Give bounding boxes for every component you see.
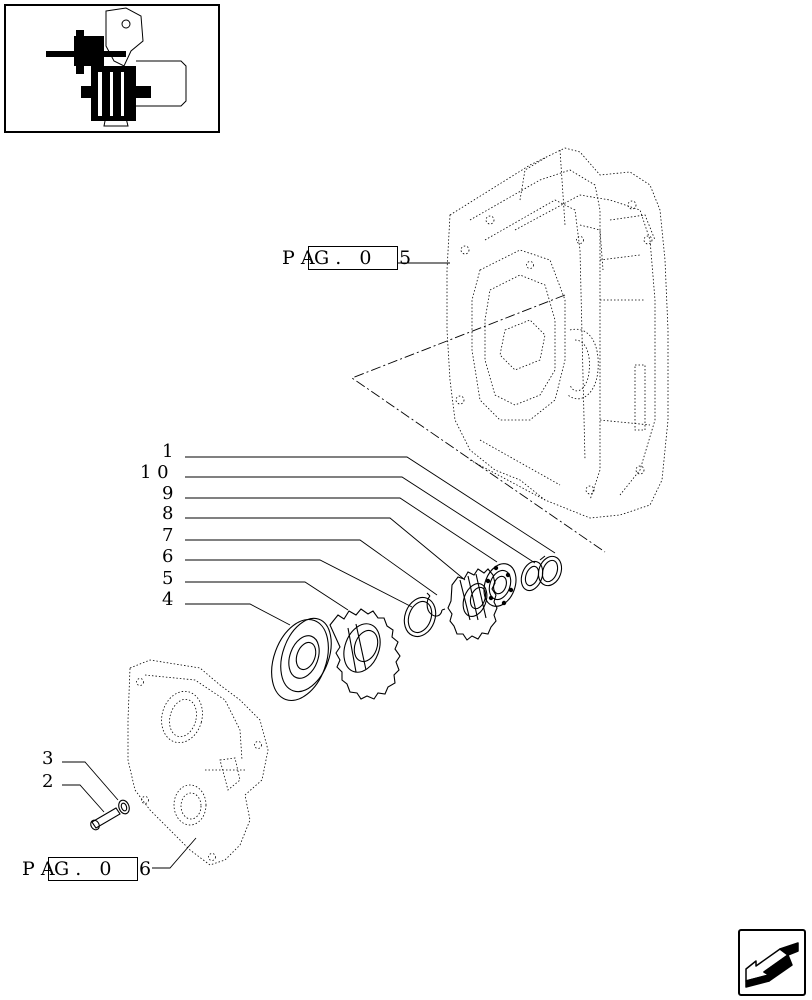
next-page-arrow-icon [745, 942, 799, 988]
transmission-housing [446, 147, 669, 519]
page-ref-bottom-suffix: 6 [139, 858, 152, 880]
callout-5: 5 [162, 568, 174, 589]
callout-6: 6 [162, 546, 174, 567]
part-6-snap-ring [403, 596, 437, 638]
callout-8: 8 [162, 503, 174, 524]
callout-10: 1 0 [140, 462, 169, 483]
callout-3: 3 [42, 748, 54, 769]
part-3-washer [118, 799, 130, 815]
callout-9: 9 [162, 483, 174, 504]
page-ref-top-prefix: P A [282, 247, 315, 269]
callout-2: 2 [42, 771, 54, 792]
callout-1: 1 [162, 441, 174, 462]
part-9-bearing [483, 563, 517, 607]
part-7-circlip [426, 592, 446, 617]
page-ref-bottom-box[interactable]: G . 0 [48, 857, 138, 881]
page-ref-top-label: G . 0 [314, 247, 372, 269]
page-ref-top-suffix: 5 [399, 247, 412, 269]
assembly-thumbnail [4, 4, 220, 133]
page-ref-bottom-label: G . 0 [54, 858, 112, 880]
assembly-thumbnail-icon [46, 7, 187, 127]
part-1-snap-ring [537, 555, 563, 587]
part-2-bolt [90, 807, 121, 831]
part-4-seal [271, 617, 332, 702]
page-ref-top-box[interactable]: G . 0 [308, 246, 398, 270]
leader-lines [62, 262, 556, 869]
page-ref-bottom-prefix: P A [22, 858, 55, 880]
part-5-gear [329, 608, 401, 700]
part-8-gear [447, 568, 498, 641]
next-page-button[interactable] [738, 929, 806, 996]
callout-7: 7 [162, 525, 174, 546]
assembly-axis-lines [351, 294, 606, 553]
part-10-ring [520, 560, 544, 592]
callout-4: 4 [162, 589, 174, 610]
cover-plate [127, 659, 269, 866]
